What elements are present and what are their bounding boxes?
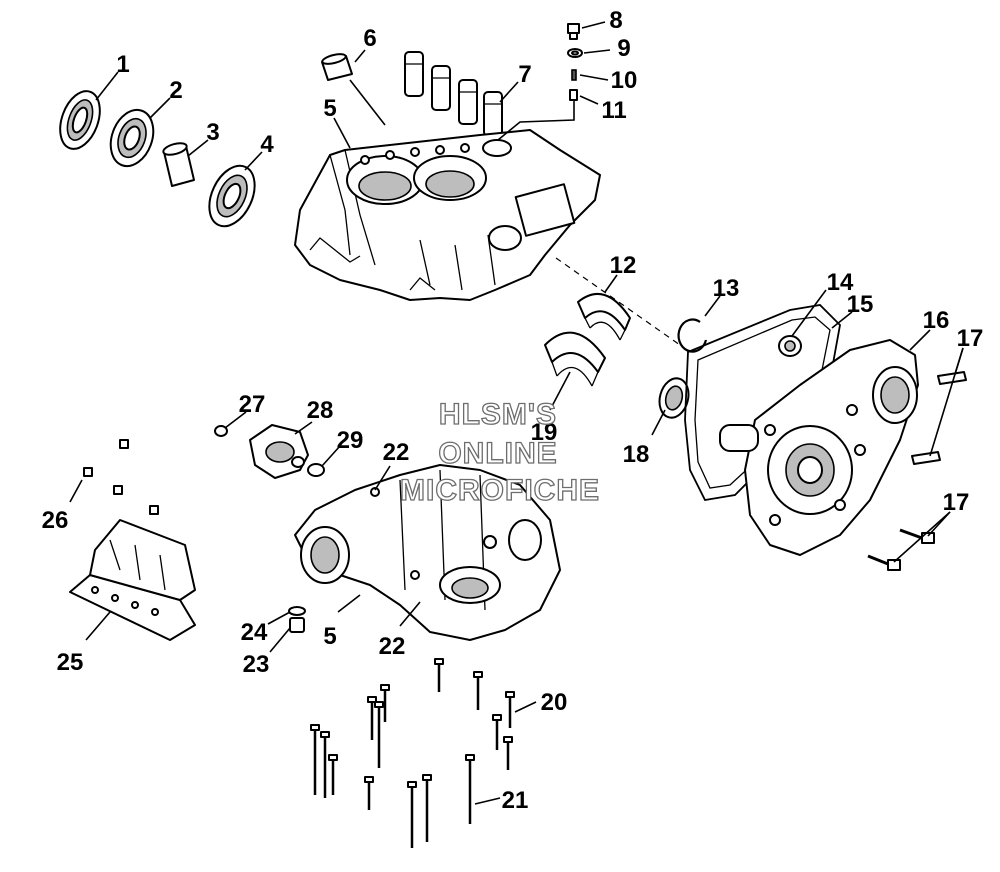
- watermark-line-1: HLSM'S: [439, 398, 557, 431]
- callout-7: 7: [518, 61, 531, 88]
- callout-20: 20: [541, 689, 568, 716]
- callout-24: 24: [241, 619, 268, 646]
- part-26-bolts: [83, 439, 159, 515]
- callout-26: 26: [42, 507, 69, 534]
- callout-22-top: 22: [383, 439, 410, 466]
- part-12-bearing-shell: [577, 293, 631, 341]
- lower-crankcase: [294, 464, 561, 641]
- part-19-bearing-shell: [544, 331, 606, 387]
- callout-28: 28: [307, 397, 334, 424]
- callout-21: 21: [502, 787, 529, 814]
- part-4-bearing: [208, 164, 256, 228]
- callout-5-bottom: 5: [323, 623, 336, 650]
- part-7-lifters: [404, 51, 503, 137]
- callout-19: 19: [531, 419, 558, 446]
- part-10-pin: [571, 69, 577, 81]
- callout-17-top: 17: [957, 325, 984, 352]
- upper-crankcase: [294, 129, 601, 301]
- callout-2: 2: [169, 77, 182, 104]
- part-29-o-ring: [307, 463, 325, 477]
- callout-5-top: 5: [323, 95, 336, 122]
- part-28-cover: [249, 424, 309, 479]
- part-23-dowel: [289, 617, 305, 633]
- callout-11: 11: [601, 97, 626, 124]
- part-3-sleeve: [162, 142, 195, 187]
- part-25-baffle: [69, 519, 196, 641]
- callout-16: 16: [923, 307, 950, 334]
- part-8-bolt: [567, 23, 580, 40]
- callout-15: 15: [847, 291, 874, 318]
- part-9-washer: [567, 48, 583, 58]
- callout-17-bottom: 17: [943, 489, 970, 516]
- watermark-line-2: ONLINE: [438, 437, 557, 470]
- callout-4: 4: [260, 131, 274, 158]
- callout-10: 10: [611, 67, 638, 94]
- callout-22-bottom: 22: [379, 633, 406, 660]
- watermark-line-3: MICROFICHE: [400, 474, 600, 507]
- part-24-o-ring: [288, 606, 306, 616]
- callout-6: 6: [363, 25, 376, 52]
- callout-23: 23: [243, 651, 270, 678]
- part-13-circlip: [677, 318, 708, 353]
- part-18-seal: [658, 377, 690, 419]
- part-14-plug: [778, 335, 802, 357]
- callout-9: 9: [617, 35, 630, 62]
- callout-13: 13: [713, 275, 740, 302]
- part-16-cover: [719, 339, 919, 556]
- callout-14: 14: [827, 269, 854, 296]
- part-6-dowel: [321, 53, 353, 81]
- leader-lines: [69, 21, 964, 805]
- callout-18: 18: [623, 441, 650, 468]
- callout-25: 25: [57, 649, 84, 676]
- callout-labels: 1 2 3 4 5 6 7 8 9 10 11 12 13 14 15 16 1…: [42, 7, 984, 814]
- callout-3: 3: [206, 119, 219, 146]
- callout-1: 1: [116, 51, 129, 78]
- callout-29: 29: [337, 427, 364, 454]
- part-11-sleeve: [569, 89, 578, 101]
- callout-12: 12: [610, 252, 637, 279]
- watermark: HLSM'S ONLINE MICROFICHE: [399, 397, 600, 507]
- part-2-bearing: [109, 108, 155, 168]
- part-27-nut: [214, 425, 228, 437]
- part-20-21-bolts: [310, 658, 515, 848]
- part-1-oil-seal: [59, 90, 101, 150]
- callout-8: 8: [609, 7, 622, 34]
- callout-27: 27: [239, 391, 266, 418]
